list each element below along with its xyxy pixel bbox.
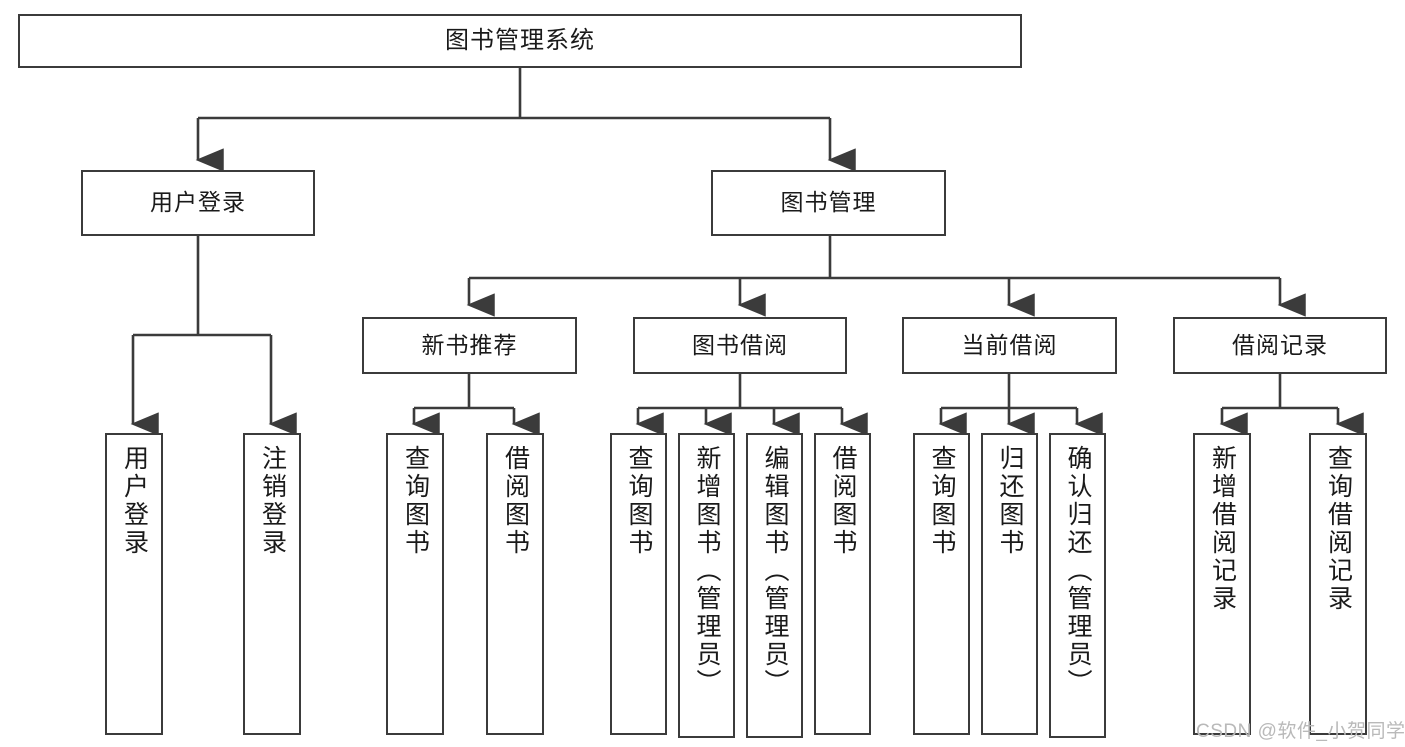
- leaf-current-return-book[interactable]: 归还图书: [981, 433, 1038, 735]
- node-label: 图书管理系统: [445, 26, 595, 54]
- node-label: 归还图书: [996, 445, 1024, 557]
- node-label: 查询图书: [625, 445, 653, 557]
- node-root-system[interactable]: 图书管理系统: [18, 14, 1022, 68]
- node-label: 当前借阅: [961, 331, 1058, 358]
- leaf-recommend-borrow-book[interactable]: 借阅图书: [486, 433, 544, 735]
- node-label: 查询图书: [401, 445, 430, 557]
- node-label: 借阅图书: [501, 445, 530, 557]
- node-label: 确认归还（管理员）: [1064, 445, 1092, 697]
- node-label: 借阅记录: [1232, 331, 1328, 358]
- node-label: 查询图书: [928, 445, 956, 557]
- node-label: 用户登录: [150, 189, 246, 216]
- node-current-borrow[interactable]: 当前借阅: [902, 317, 1117, 374]
- leaf-record-add-record[interactable]: 新增借阅记录: [1193, 433, 1251, 735]
- leaf-record-query-record[interactable]: 查询借阅记录: [1309, 433, 1367, 735]
- node-borrow-record[interactable]: 借阅记录: [1173, 317, 1387, 374]
- leaf-borrow-query-book[interactable]: 查询图书: [610, 433, 667, 735]
- leaf-borrow-edit-book-admin[interactable]: 编辑图书（管理员）: [746, 433, 803, 738]
- node-label: 用户登录: [120, 445, 149, 557]
- node-label: 编辑图书（管理员）: [761, 445, 789, 697]
- node-label: 注销登录: [258, 445, 287, 557]
- node-label: 查询借阅记录: [1324, 445, 1353, 613]
- node-book-management[interactable]: 图书管理: [711, 170, 946, 236]
- node-label: 借阅图书: [829, 445, 857, 557]
- csdn-watermark: CSDN @软件_小贺同学: [1196, 721, 1405, 742]
- leaf-recommend-query-book[interactable]: 查询图书: [386, 433, 444, 735]
- leaf-current-confirm-return-admin[interactable]: 确认归还（管理员）: [1049, 433, 1106, 738]
- node-label: 新书推荐: [421, 331, 518, 358]
- leaf-borrow-borrow-book[interactable]: 借阅图书: [814, 433, 871, 735]
- leaf-borrow-add-book-admin[interactable]: 新增图书（管理员）: [678, 433, 735, 738]
- node-label: 新增借阅记录: [1208, 445, 1237, 613]
- leaf-current-query-book[interactable]: 查询图书: [913, 433, 970, 735]
- node-label: 新增图书（管理员）: [693, 445, 721, 697]
- node-user-login[interactable]: 用户登录: [81, 170, 315, 236]
- leaf-user-logout[interactable]: 注销登录: [243, 433, 301, 735]
- node-new-book-recommend[interactable]: 新书推荐: [362, 317, 577, 374]
- node-book-borrow[interactable]: 图书借阅: [633, 317, 847, 374]
- node-label: 图书管理: [780, 189, 877, 216]
- leaf-user-login[interactable]: 用户登录: [105, 433, 163, 735]
- node-label: 图书借阅: [692, 331, 788, 358]
